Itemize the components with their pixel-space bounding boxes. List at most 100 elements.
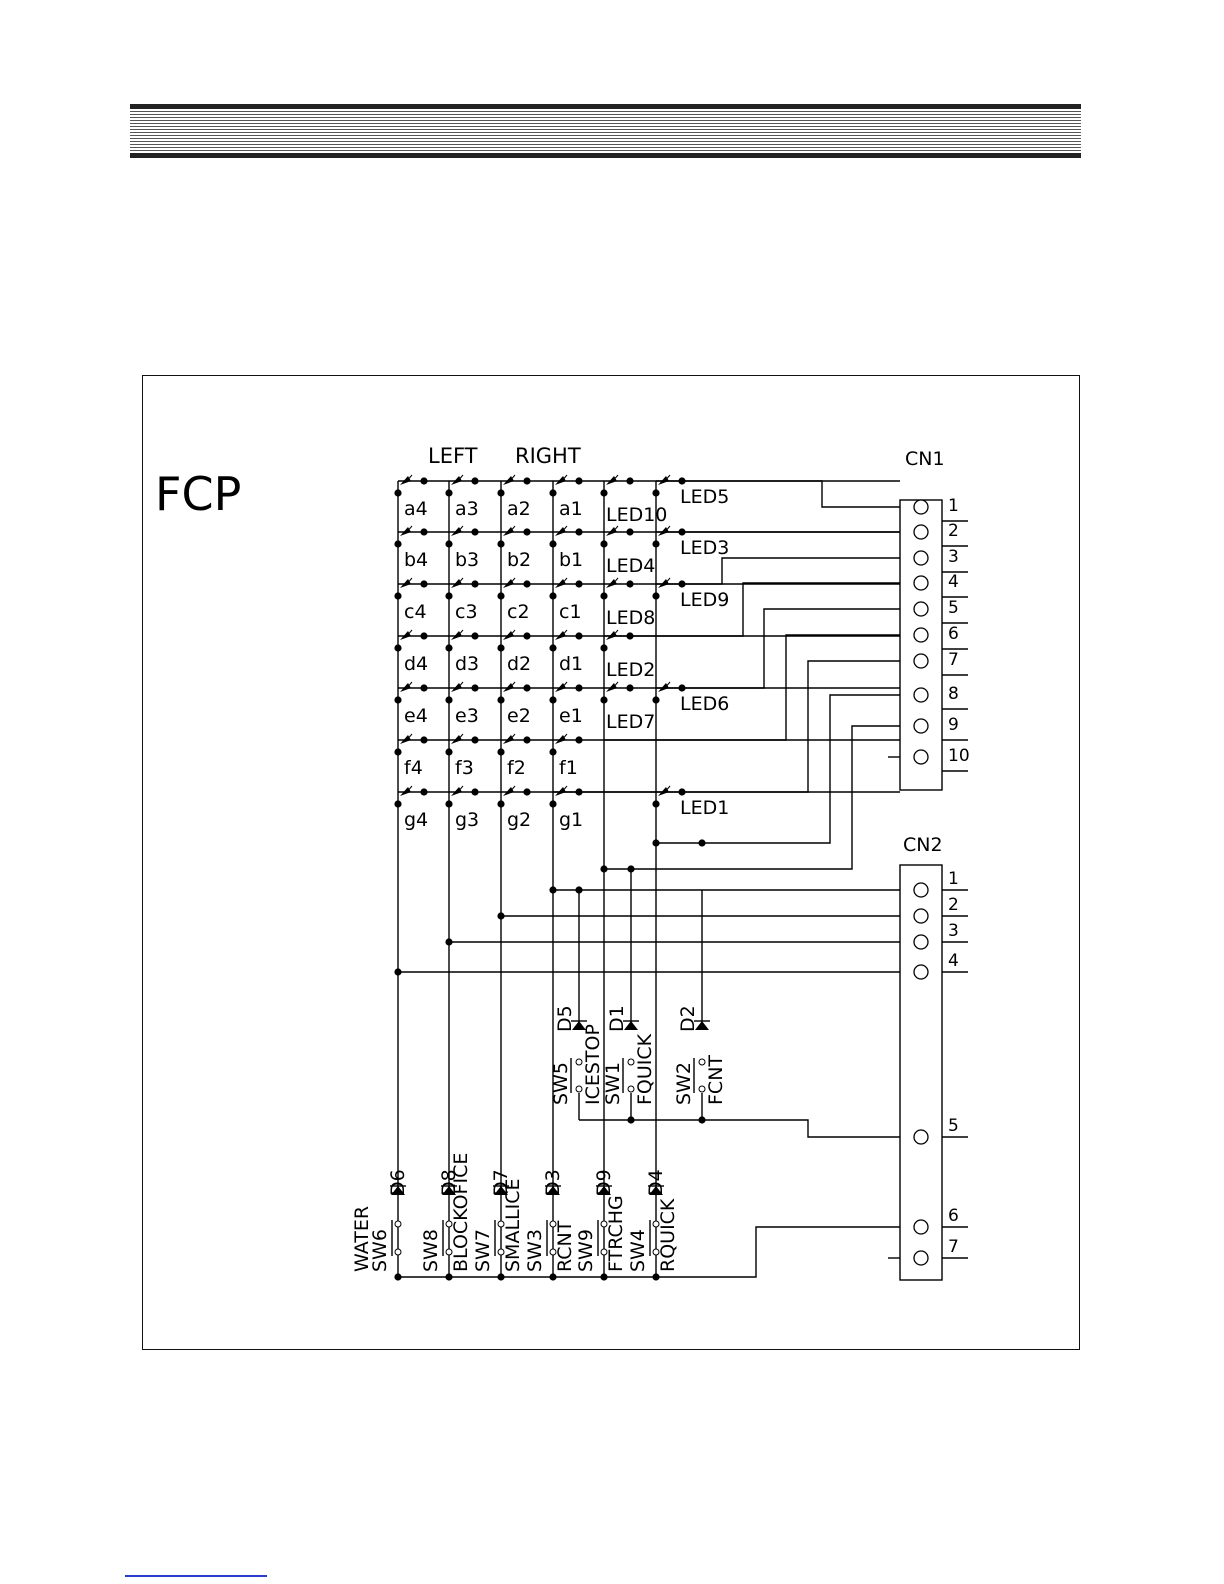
- diode-id-D5: D5: [554, 1005, 576, 1032]
- junction-dot: [678, 684, 686, 692]
- diode-symbol: [597, 1186, 611, 1195]
- led-symbol: [503, 631, 514, 640]
- junction-dot: [445, 800, 453, 808]
- switch-name-WATER: WATER: [351, 1206, 373, 1272]
- junction-dot: [575, 580, 583, 588]
- switch-id-SW7: SW7: [472, 1229, 494, 1272]
- switch-contact: [652, 1248, 660, 1256]
- left-label: LEFT: [428, 444, 478, 468]
- junction-dot: [652, 489, 660, 497]
- led-label-e3: e3: [455, 705, 479, 727]
- cn1-pin: [913, 627, 929, 643]
- junction-dot: [445, 592, 453, 600]
- cn2-pin-label: 6: [948, 1206, 959, 1226]
- switch-name-RCNT: RCNT: [554, 1220, 576, 1272]
- switch-contact: [575, 1058, 583, 1066]
- junction-dot: [600, 696, 608, 704]
- junction-dot: [420, 580, 428, 588]
- led-arrow: [456, 785, 464, 794]
- junction-dot: [678, 788, 686, 796]
- wire: [398, 1226, 900, 1278]
- cn1-pin-label: 3: [948, 547, 959, 567]
- led-label-d4: d4: [404, 653, 428, 675]
- led-arrow: [405, 629, 413, 638]
- led-label-c1: c1: [559, 601, 582, 623]
- led-arrow: [560, 474, 568, 483]
- wire: [579, 1119, 900, 1138]
- led-label-LED5: LED5: [680, 486, 729, 508]
- junction-dot: [420, 477, 428, 485]
- led-symbol: [658, 787, 669, 796]
- cn2-pin-label: 5: [948, 1116, 959, 1136]
- led-symbol: [658, 476, 669, 485]
- switch-contact: [575, 1085, 583, 1093]
- switch-contact: [627, 1058, 635, 1066]
- wire: [604, 725, 900, 870]
- led-label-a1: a1: [559, 498, 583, 520]
- junction-dot: [445, 489, 453, 497]
- junction-dot: [394, 800, 402, 808]
- junction-dot: [523, 477, 531, 485]
- junction-dot: [420, 736, 428, 744]
- switch-contact: [698, 1085, 706, 1093]
- junction-dot: [549, 1273, 557, 1281]
- led-symbol: [451, 527, 462, 536]
- led-arrow: [663, 525, 671, 534]
- led-arrow: [405, 785, 413, 794]
- wire: [604, 634, 900, 741]
- junction-dot: [394, 644, 402, 652]
- led-symbol: [400, 735, 411, 744]
- junction-dot: [394, 540, 402, 548]
- led-symbol: [503, 735, 514, 744]
- junction-dot: [575, 886, 583, 894]
- cn2-pin: [913, 1129, 929, 1145]
- wire: [656, 480, 900, 508]
- led-label-d1: d1: [559, 653, 583, 675]
- led-label-c4: c4: [404, 601, 427, 623]
- led-symbol: [555, 735, 566, 744]
- switch-name-BLOCKOFICE: BLOCKOFICE: [450, 1153, 472, 1272]
- led-symbol: [400, 527, 411, 536]
- junction-dot: [575, 632, 583, 640]
- junction-dot: [471, 736, 479, 744]
- led-symbol: [555, 476, 566, 485]
- led-label-a4: a4: [404, 498, 428, 520]
- switch-contact: [497, 1220, 505, 1228]
- led-label-g1: g1: [559, 809, 583, 831]
- junction-dot: [626, 684, 634, 692]
- led-label-LED8: LED8: [606, 607, 655, 629]
- cn1-pin-label: 9: [948, 715, 959, 735]
- led-label-LED6: LED6: [680, 693, 729, 715]
- junction-dot: [497, 1273, 505, 1281]
- led-label-LED1: LED1: [680, 797, 729, 819]
- led-symbol: [451, 631, 462, 640]
- led-symbol: [555, 787, 566, 796]
- led-arrow: [508, 733, 516, 742]
- switch-name-FTRCHG: FTRCHG: [605, 1195, 627, 1272]
- led-symbol: [400, 683, 411, 692]
- cn1-pin-label: 2: [948, 521, 959, 541]
- led-label-LED4: LED4: [606, 555, 655, 577]
- junction-dot: [523, 736, 531, 744]
- diode-id-D8: D8: [438, 1169, 460, 1196]
- junction-dot: [471, 580, 479, 588]
- junction-dot: [575, 684, 583, 692]
- switch-id-SW4: SW4: [627, 1229, 649, 1272]
- led-label-f4: f4: [404, 757, 423, 779]
- led-label-a3: a3: [455, 498, 479, 520]
- junction-dot: [549, 540, 557, 548]
- led-label-b2: b2: [507, 549, 531, 571]
- junction-dot: [549, 800, 557, 808]
- junction-dot: [471, 477, 479, 485]
- junction-dot: [420, 684, 428, 692]
- led-arrow: [663, 474, 671, 483]
- junction-dot: [445, 540, 453, 548]
- led-label-g4: g4: [404, 809, 428, 831]
- switch-contact: [600, 1248, 608, 1256]
- junction-dot: [420, 788, 428, 796]
- led-symbol: [658, 579, 669, 588]
- led-arrow: [405, 733, 413, 742]
- cn1-pin: [913, 601, 929, 617]
- switch-name-SMALLICE: SMALLICE: [502, 1179, 524, 1273]
- led-symbol: [555, 631, 566, 640]
